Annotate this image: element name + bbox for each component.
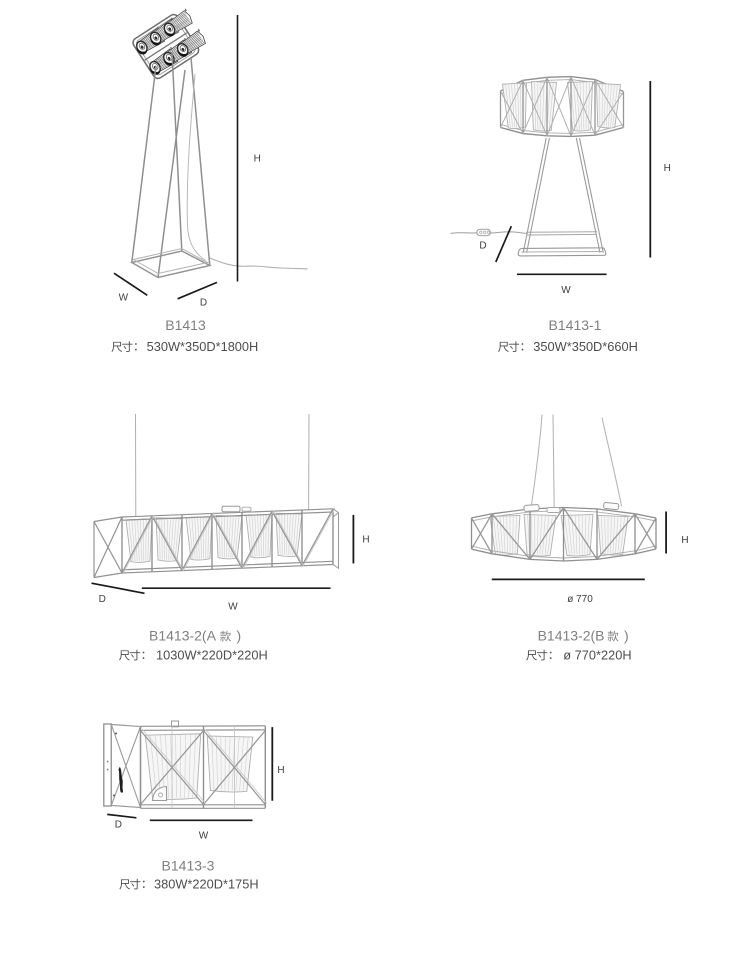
svg-text:B1413: B1413 bbox=[165, 317, 206, 333]
svg-text:ø 770: ø 770 bbox=[567, 594, 593, 605]
svg-text:380W*220D*175H: 380W*220D*175H bbox=[154, 877, 259, 892]
svg-text:B1413-2(A: B1413-2(A bbox=[149, 628, 217, 644]
svg-text:B1413-1: B1413-1 bbox=[549, 317, 602, 333]
svg-text:D: D bbox=[115, 820, 122, 831]
svg-text:H: H bbox=[277, 765, 284, 776]
svg-text:350W*350D*660H: 350W*350D*660H bbox=[533, 339, 638, 354]
svg-text:H: H bbox=[362, 535, 369, 546]
svg-text:): ) bbox=[237, 628, 242, 644]
svg-text:D: D bbox=[479, 240, 486, 251]
svg-text:W: W bbox=[119, 293, 129, 304]
svg-text:D: D bbox=[200, 297, 207, 308]
svg-text:B1413-3: B1413-3 bbox=[162, 858, 215, 874]
svg-text:H: H bbox=[681, 535, 688, 546]
svg-text:530W*350D*1800H: 530W*350D*1800H bbox=[147, 339, 259, 354]
svg-text:H: H bbox=[664, 163, 671, 174]
svg-text:B1413-2(B: B1413-2(B bbox=[538, 628, 605, 644]
svg-text:D: D bbox=[99, 594, 106, 605]
svg-text:W: W bbox=[561, 285, 571, 296]
svg-text:1030W*220D*220H: 1030W*220D*220H bbox=[156, 648, 268, 663]
svg-text:H: H bbox=[254, 154, 261, 165]
svg-text:ø 770*220H: ø 770*220H bbox=[563, 648, 631, 663]
svg-text:): ) bbox=[624, 628, 629, 644]
svg-text:W: W bbox=[199, 830, 209, 841]
svg-text:W: W bbox=[228, 601, 238, 612]
